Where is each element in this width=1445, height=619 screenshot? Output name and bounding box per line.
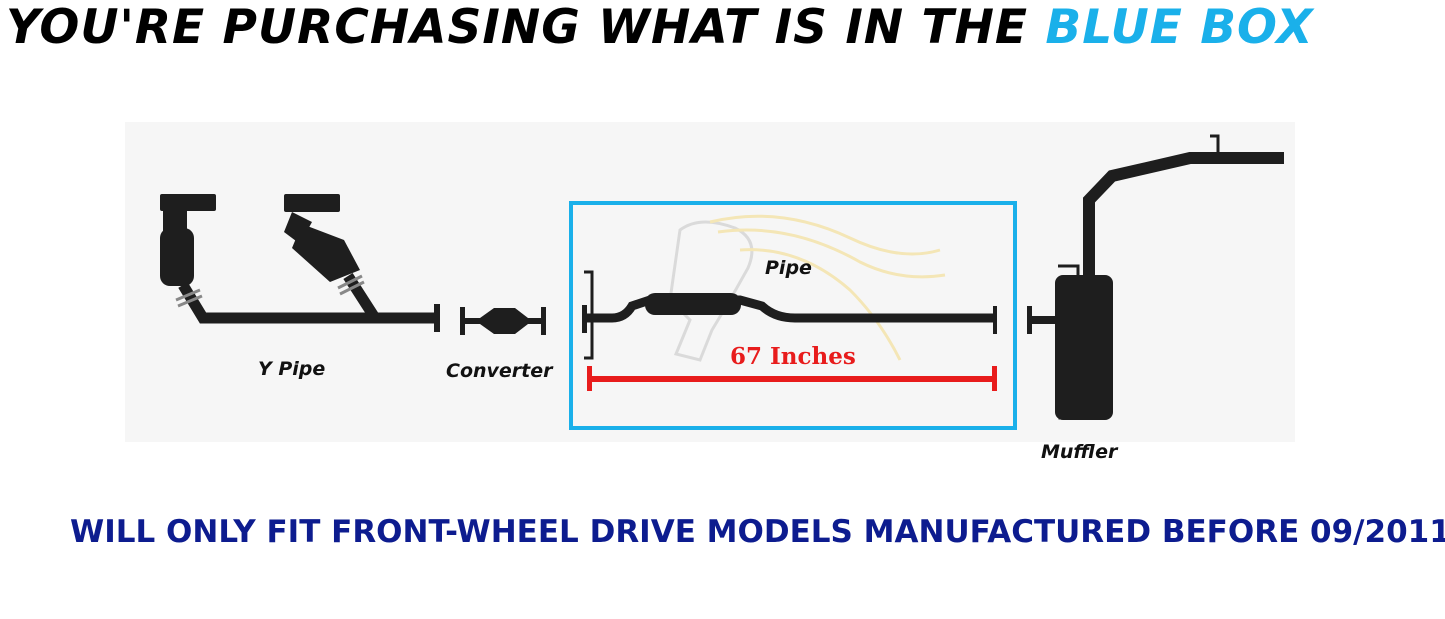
blue-highlight-box bbox=[569, 201, 1017, 430]
fitment-notice: WILL ONLY FIT FRONT-WHEEL DRIVE MODELS M… bbox=[70, 514, 1445, 550]
headline: YOU'RE PURCHASING WHAT IS IN THE BLUE BO… bbox=[6, 2, 1441, 54]
pipe-part bbox=[582, 270, 997, 360]
headline-accent-text: BLUE BOX bbox=[1045, 0, 1314, 55]
muffler-label: Muffler bbox=[1041, 441, 1119, 463]
y-pipe-label: Y Pipe bbox=[258, 358, 325, 380]
muffler-part bbox=[1027, 134, 1284, 420]
converter-label: Converter bbox=[446, 360, 554, 382]
y-pipe-part bbox=[160, 194, 440, 332]
dimension-bar bbox=[587, 366, 997, 391]
converter-part bbox=[460, 307, 546, 335]
pipe-label: Pipe bbox=[765, 257, 812, 279]
headline-main-text: YOU'RE PURCHASING WHAT IS IN THE bbox=[6, 0, 1046, 55]
watermark-horse bbox=[668, 214, 946, 362]
dimension-label: 67 Inches bbox=[730, 343, 856, 370]
